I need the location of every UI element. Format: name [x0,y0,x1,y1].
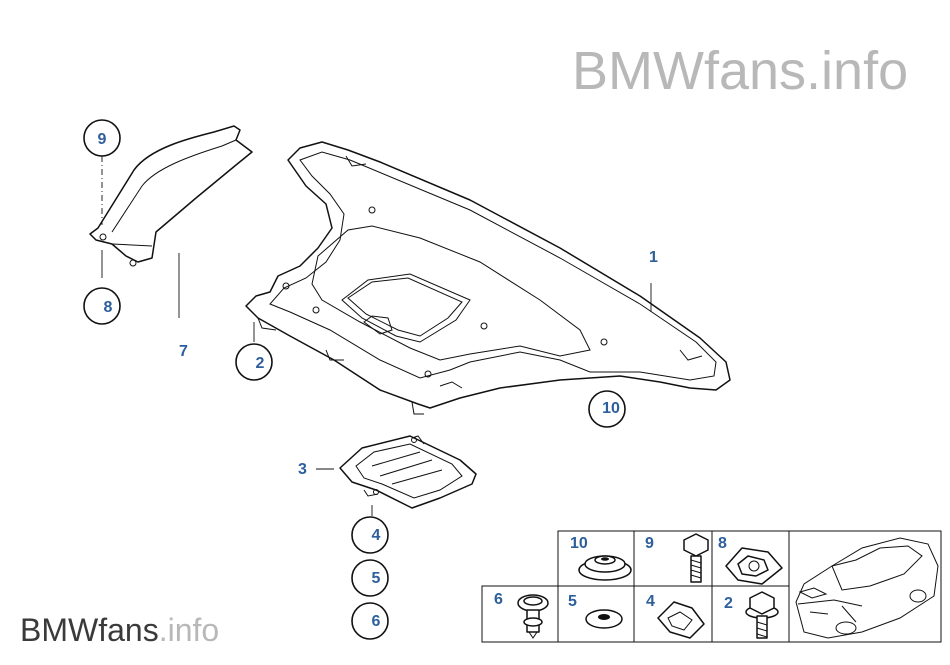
callout-4: 4 [351,516,389,554]
watermark-bottom-suffix: .info [158,612,220,648]
label-1: 1 [649,249,658,266]
grid-label-9: 9 [645,535,654,552]
callout-9-label: 9 [98,131,107,148]
washer-icon [585,609,623,629]
callout-10: 10 [588,390,626,428]
watermark-bottom-main: BMWfans [20,612,159,648]
callout-2: 2 [235,343,273,381]
callout-4-label: 4 [372,527,381,544]
grid-label-8: 8 [718,535,727,552]
callout-8: 8 [83,287,121,325]
callout-6: 6 [351,602,389,640]
grid-label-5: 5 [568,593,577,610]
rivet-icon [517,594,549,639]
watermark-top: BMWfans.info [572,40,908,102]
callout-9: 9 [83,119,121,157]
callout-5-label: 5 [372,570,381,587]
grommet-icon [578,555,632,581]
parts-grid: 10 9 8 6 5 4 2 [481,530,942,643]
grid-label-2: 2 [724,595,733,612]
cover-plate-part-3 [339,435,477,509]
clip-nut-icon [725,547,783,585]
underbody-panel-part-1 [245,141,731,415]
spring-nut-icon [657,601,705,639]
screw-icon [683,533,709,583]
callout-8-label: 8 [104,299,113,316]
grid-label-10: 10 [570,535,588,552]
grid-label-6: 6 [494,591,503,608]
callout-10-label: 10 [602,400,620,417]
bracket-part-7 [89,125,253,267]
flange-bolt-icon [745,591,779,639]
callout-6-label: 6 [372,613,381,630]
callout-2-label: 2 [256,355,265,372]
grid-label-4: 4 [646,593,655,610]
label-3: 3 [298,461,307,478]
watermark-top-suffix: .info [806,41,909,101]
callout-5: 5 [351,559,389,597]
label-7: 7 [179,343,188,360]
car-silhouette-icon [795,537,939,639]
watermark-top-main: BMWfans [572,41,807,101]
watermark-bottom: BMWfans.info [20,612,219,649]
